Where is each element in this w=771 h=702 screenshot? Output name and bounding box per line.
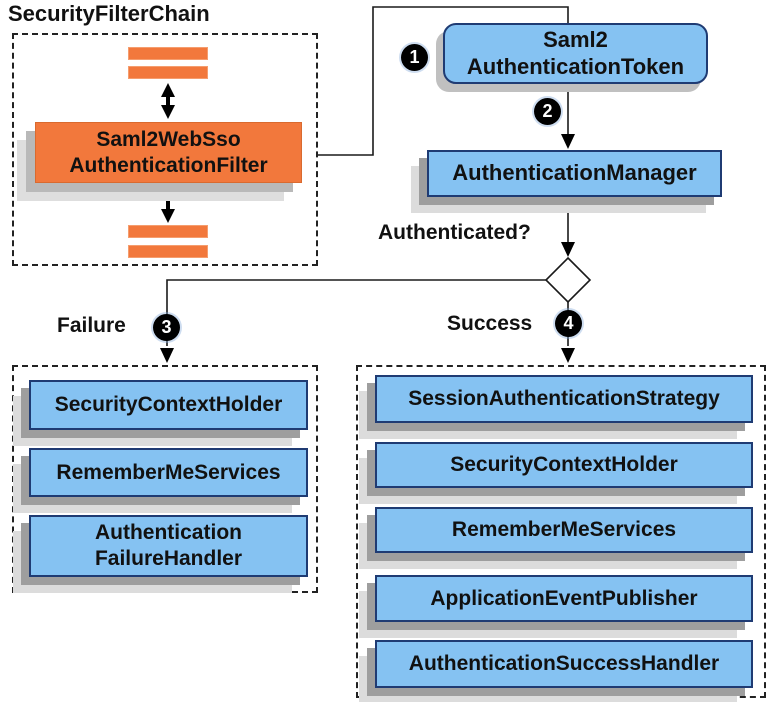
success-handlers-panel (356, 365, 766, 698)
step-2-badge: 2 (534, 98, 561, 125)
step-1-badge: 1 (401, 44, 428, 71)
authentication-manager-node: AuthenticationManager (427, 150, 722, 197)
double-arrow-bottom-down-head (161, 209, 175, 223)
remember-me-services-node: RememberMeServices (375, 507, 753, 553)
failure-handlers-panel (12, 365, 318, 593)
success-label: Success (447, 312, 533, 335)
page-title: SecurityFilterChain (8, 1, 210, 26)
step-3-badge: 3 (153, 314, 180, 341)
authenticated-question-label: Authenticated? (378, 221, 531, 244)
saml2-authentication-token-node: Saml2 AuthenticationToken (443, 23, 708, 84)
double-arrow-bottom-up-head (161, 187, 175, 201)
filter-stack-bar (128, 225, 208, 238)
filter-to-token-connector (318, 6, 569, 156)
double-arrow-top-down-head (161, 105, 175, 119)
filter-stack-bar (128, 66, 208, 79)
token-to-manager-arrowhead (561, 134, 575, 149)
security-context-holder-node: SecurityContextHolder (29, 380, 308, 430)
success-arrowhead (561, 348, 575, 363)
filter-stack-bar (128, 245, 208, 258)
security-context-holder-node: SecurityContextHolder (375, 442, 753, 488)
remember-me-services-node: RememberMeServices (29, 448, 308, 497)
authentication-success-handler-node: AuthenticationSuccessHandler (375, 640, 753, 688)
session-authentication-strategy-node: SessionAuthenticationStrategy (375, 375, 753, 423)
step-4-badge: 4 (555, 310, 582, 337)
failure-arrowhead (160, 348, 174, 363)
manager-to-diamond-arrowhead (561, 242, 575, 257)
saml2-web-sso-authentication-filter-node: Saml2WebSso AuthenticationFilter (35, 122, 302, 183)
double-arrow-top-up-head (161, 83, 175, 97)
application-event-publisher-node: ApplicationEventPublisher (375, 575, 753, 622)
authentication-failure-handler-node: Authentication FailureHandler (29, 515, 308, 577)
filter-stack-bar (128, 47, 208, 60)
decision-diamond (544, 256, 592, 304)
security-filter-chain-panel (12, 33, 318, 266)
failure-label: Failure (57, 314, 126, 337)
